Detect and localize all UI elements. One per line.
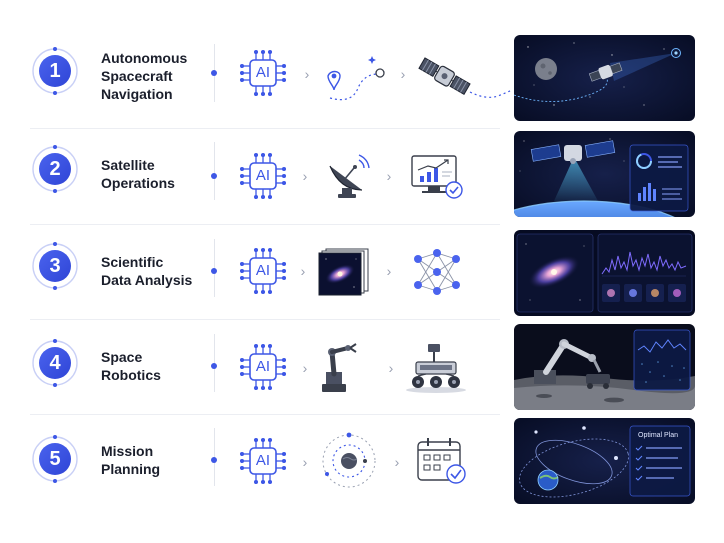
title-line: Operations	[101, 175, 175, 191]
ai-chip-icon: AI	[238, 48, 288, 98]
ai-chip-label: AI	[255, 262, 271, 279]
ai-chip-icon: AI	[238, 151, 288, 201]
autonomous-navigation-illustration	[514, 35, 695, 121]
arrow-icon: ›	[388, 360, 394, 376]
step-title: Satellite Operations	[101, 156, 213, 192]
separator-dot	[211, 457, 217, 463]
row-mission-planning: 5 Mission Planning AI › ›	[0, 412, 724, 508]
arrow-icon: ›	[300, 263, 306, 279]
row-scientific-data-analysis: 3 Scientific Data Analysis AI › ›	[0, 223, 724, 319]
row-divider	[30, 224, 500, 225]
row-divider	[30, 414, 500, 415]
robotic-arm-icon	[322, 343, 357, 392]
monitor-analytics-icon	[411, 155, 463, 199]
arrow-icon: ›	[304, 66, 310, 82]
step-badge-4: 4	[30, 338, 80, 388]
title-line: Space	[101, 349, 143, 365]
step-badge-1: 1	[30, 46, 80, 96]
arrow-icon: ›	[386, 263, 392, 279]
scientific-data-illustration	[514, 230, 695, 316]
space-robotics-illustration	[514, 324, 695, 410]
arrow-icon: ›	[302, 454, 308, 470]
arrow-icon: ›	[302, 360, 308, 376]
title-line: Navigation	[101, 86, 173, 102]
arrow-icon: ›	[400, 66, 406, 82]
title-line: Robotics	[101, 367, 161, 383]
arrow-icon: ›	[386, 168, 392, 184]
satellite-dish-icon	[329, 154, 370, 198]
title-line: Planning	[101, 461, 161, 477]
row-space-robotics: 4 Space Robotics AI › ›	[0, 318, 724, 414]
badge-ring-icon	[32, 435, 78, 483]
ai-chip-icon: AI	[238, 436, 288, 486]
title-line: Satellite	[101, 157, 155, 173]
step-number: 5	[49, 448, 61, 470]
step-title: Scientific Data Analysis	[101, 253, 213, 289]
arrow-icon: ›	[302, 168, 308, 184]
spacecraft-icon	[418, 57, 513, 98]
separator-dot	[211, 363, 217, 369]
satellite-operations-illustration	[514, 131, 695, 217]
title-line: Spacecraft	[101, 68, 173, 84]
title-line: Data Analysis	[101, 272, 193, 288]
ai-chip-label: AI	[255, 167, 271, 184]
step-badge-3: 3	[30, 241, 80, 291]
title-line: Mission	[101, 443, 154, 459]
calendar-check-icon	[417, 438, 466, 484]
badge-ring-icon	[32, 47, 78, 95]
badge-ring-icon	[32, 145, 78, 193]
step-badge-5: 5	[30, 434, 80, 484]
row-satellite-operations: 2 Satellite Operations AI › ›	[0, 126, 724, 222]
arrow-icon: ›	[394, 454, 400, 470]
step-title: Mission Planning	[101, 442, 213, 478]
step-title: Space Robotics	[101, 348, 213, 384]
row-divider	[30, 128, 500, 129]
separator-dot	[211, 173, 217, 179]
ai-chip-icon: AI	[238, 246, 288, 296]
orbit-planet-icon	[322, 432, 376, 488]
ai-chip-label: AI	[255, 452, 271, 469]
ai-chip-label: AI	[255, 358, 271, 375]
optimal-plan-title: Optimal Plan	[638, 432, 679, 439]
row-divider	[30, 319, 500, 320]
rover-icon	[406, 344, 466, 393]
step-number: 1	[49, 60, 61, 82]
separator-dot	[211, 70, 217, 76]
separator-dot	[211, 268, 217, 274]
galaxy-image-stack-icon	[318, 248, 369, 296]
step-number: 2	[49, 158, 61, 180]
badge-ring-icon	[32, 339, 78, 387]
mission-planning-illustration: Optimal Plan	[514, 418, 695, 504]
step-number: 4	[49, 352, 61, 374]
step-badge-2: 2	[30, 144, 80, 194]
separator	[214, 142, 215, 200]
step-number: 3	[49, 255, 61, 277]
neural-network-icon	[414, 249, 460, 295]
title-line: Scientific	[101, 254, 164, 270]
route-path-icon	[327, 56, 385, 101]
row-autonomous-navigation: 1 Autonomous Spacecraft Navigation AI › …	[0, 28, 724, 124]
title-line: Autonomous	[101, 50, 188, 66]
ai-chip-icon: AI	[238, 342, 288, 392]
badge-ring-icon	[32, 242, 78, 290]
step-title: Autonomous Spacecraft Navigation	[101, 49, 213, 103]
ai-chip-label: AI	[255, 64, 271, 81]
